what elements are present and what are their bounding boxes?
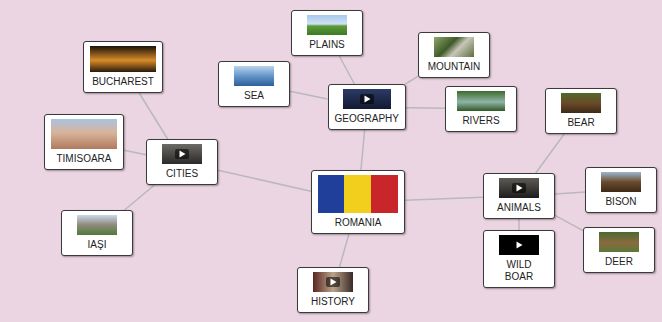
play-icon (499, 178, 539, 198)
branch-line (339, 56, 354, 84)
branch-line (139, 93, 168, 139)
topic-box: BUCHAREST (83, 41, 163, 93)
topic-label: GEOGRAPHY (335, 113, 399, 125)
branch-line (518, 219, 520, 230)
topic-label: MOUNTAIN (428, 61, 481, 73)
thumbnail-image (307, 15, 347, 35)
play-icon (162, 144, 202, 164)
thumbnail-image (457, 91, 505, 111)
topic-label: DEER (605, 256, 633, 268)
topic-box: BEAR (545, 88, 617, 134)
thumbnail-image (561, 93, 601, 113)
topic-box: ANIMALS (483, 173, 555, 219)
thumbnail-image (318, 175, 398, 213)
branch-line (405, 76, 418, 84)
thumbnail-image (162, 144, 202, 164)
topic-label: RIVERS (462, 115, 499, 127)
topic-label: TIMISOARA (56, 153, 111, 165)
topic-box: GEOGRAPHY (328, 84, 406, 130)
branch-line (405, 197, 483, 200)
topic-label: SEA (244, 90, 264, 102)
topic-box: MOUNTAIN (418, 32, 490, 78)
topic-box: SEA (218, 61, 290, 107)
thumbnail-image (601, 172, 641, 192)
topic-label: BEAR (567, 117, 594, 129)
play-icon (343, 89, 391, 109)
topic-box: HISTORY (297, 267, 369, 313)
thumbnail-image (77, 215, 117, 235)
branch-line (555, 215, 583, 230)
topic-label: BUCHAREST (92, 76, 154, 88)
topic-label: BISON (605, 196, 636, 208)
branch-line (555, 192, 585, 194)
topic-box: PLAINS (291, 10, 363, 56)
branch-line (124, 150, 146, 154)
thumbnail-image (234, 66, 274, 86)
topic-box: IAŞI (61, 210, 133, 256)
topic-label: ROMANIA (335, 217, 382, 229)
thumbnail-image (343, 89, 391, 109)
thumbnail-image (313, 272, 353, 292)
branch-line (536, 134, 564, 173)
thumbnail-image (499, 178, 539, 198)
branch-line (361, 130, 365, 170)
topic-box: DEER (583, 227, 655, 273)
root-topic-box: ROMANIA (311, 170, 405, 234)
topic-box: BISON (585, 167, 657, 213)
topic-label: PLAINS (309, 39, 345, 51)
topic-box: TIMISOARA (44, 114, 124, 170)
play-icon (499, 235, 539, 255)
branch-line (290, 91, 328, 99)
topic-label: HISTORY (311, 296, 355, 308)
branch-line (406, 107, 445, 109)
topic-box: RIVERS (445, 86, 517, 132)
play-icon (313, 272, 353, 292)
topic-label: CITIES (166, 168, 198, 180)
branch-line (125, 185, 155, 210)
topic-box: WILD BOAR (483, 230, 555, 288)
topic-label: WILD BOAR (497, 259, 541, 283)
topic-box: CITIES (146, 139, 218, 185)
branch-line (218, 170, 311, 191)
thumbnail-image (51, 119, 117, 149)
topic-label: ANIMALS (497, 202, 541, 214)
branch-line (340, 234, 349, 267)
thumbnail-image (599, 232, 639, 252)
thumbnail-image (499, 235, 539, 255)
thumbnail-image (434, 37, 474, 57)
thumbnail-image (90, 46, 156, 72)
topic-label: IAŞI (88, 239, 107, 251)
